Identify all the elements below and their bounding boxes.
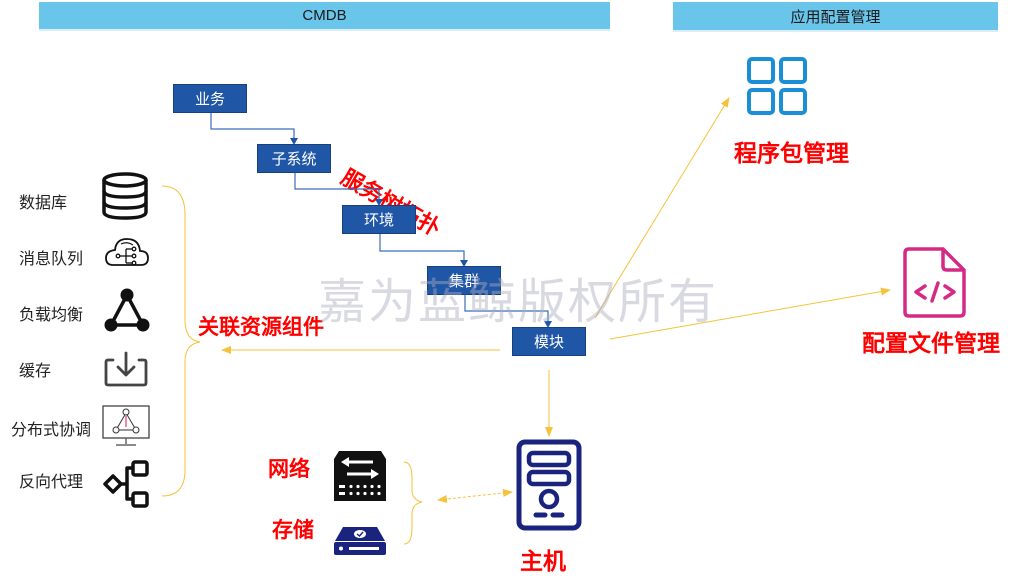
cmdb-banner: CMDB xyxy=(39,2,610,31)
package-mgmt-label: 程序包管理 xyxy=(734,141,849,167)
tree-node-subsystem[interactable]: 子系统 xyxy=(257,144,331,173)
component-label-reverse-proxy: 反向代理 xyxy=(19,472,84,491)
component-label-database: 数据库 xyxy=(19,193,68,212)
arrow-host-infra xyxy=(437,488,513,504)
cloud-network-icon xyxy=(105,238,149,266)
monitor-triangle-icon xyxy=(102,405,150,446)
component-label-message-queue: 消息队列 xyxy=(19,249,84,268)
related-resources-title: 关联资源组件 xyxy=(198,315,324,339)
related-brace xyxy=(161,185,201,497)
download-tray-icon xyxy=(104,351,148,387)
storage-drive-icon xyxy=(334,527,386,555)
connector-cluster-module xyxy=(464,295,549,321)
connector-business-subsystem xyxy=(210,113,295,138)
tree-node-module[interactable]: 模块 xyxy=(512,327,586,356)
triangle-nodes-icon xyxy=(104,288,150,332)
tree-node-business[interactable]: 业务 xyxy=(173,84,247,113)
package-grid-icon xyxy=(747,57,807,115)
arrow-to-config xyxy=(609,287,891,340)
app-config-banner: 应用配置管理 xyxy=(673,2,998,32)
tree-node-environment[interactable]: 环境 xyxy=(342,205,416,234)
arrow-to-package xyxy=(594,97,730,319)
watermark: 嘉为蓝鲸版权所有 xyxy=(318,274,719,330)
hierarchy-icon xyxy=(103,460,149,508)
config-file-mgmt-label: 配置文件管理 xyxy=(862,331,1000,357)
component-label-coordination: 分布式协调 xyxy=(11,420,92,439)
component-label-load-balancer: 负载均衡 xyxy=(19,305,84,324)
config-file-code-icon xyxy=(903,247,966,318)
network-label: 网络 xyxy=(268,457,310,481)
storage-label: 存储 xyxy=(272,518,314,542)
host-server-icon xyxy=(516,439,582,531)
database-icon xyxy=(102,172,148,220)
tree-node-cluster[interactable]: 集群 xyxy=(427,266,501,295)
component-label-cache: 缓存 xyxy=(19,361,52,380)
network-switch-icon xyxy=(334,451,386,501)
host-label: 主机 xyxy=(520,549,566,575)
infra-brace xyxy=(403,461,423,545)
